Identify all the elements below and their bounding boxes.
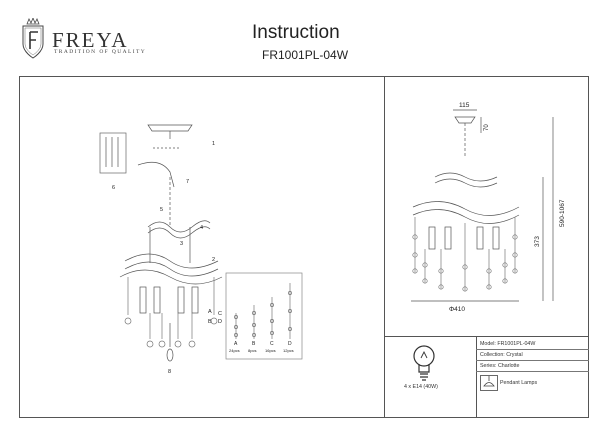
spec-type: Pendant Lamps (500, 380, 538, 386)
part-label: 4 (200, 225, 203, 231)
dim-diameter: Φ410 (449, 306, 465, 313)
spec-separator (476, 349, 589, 350)
part-label: 3 (180, 241, 183, 247)
dimension-diagram: 115 70 590-1067 373 Φ410 (411, 102, 566, 313)
part-label: D (218, 319, 222, 325)
part-label: 1 (212, 141, 215, 147)
crystal-count: 8pcs (248, 348, 256, 353)
spec-model: Model: FR1001PL-04W (480, 341, 536, 347)
bulb-spec: 4 x E14 (40W) (404, 384, 438, 390)
frame-divider-vertical (384, 76, 385, 418)
spec-collection: Collection: Crystal (480, 352, 523, 358)
drawing-frame (19, 76, 589, 418)
crystal-letter: D (288, 341, 292, 347)
assembly-diagram: 1 6 7 5 4 3 2 A B C D 8 A B C D 24pcs 8p… (99, 124, 303, 375)
spec-separator (476, 360, 589, 361)
page-title: Instruction (252, 22, 340, 43)
frame-divider-horizontal (384, 336, 589, 337)
part-label: 5 (160, 207, 163, 213)
part-label: 2 (212, 257, 215, 263)
part-label: 8 (168, 369, 171, 375)
freya-crest-logo (22, 18, 44, 59)
crystal-letter: C (270, 341, 274, 347)
part-label: 7 (186, 179, 189, 185)
dim-top-height: 70 (484, 124, 490, 131)
brand-tagline: TRADITION OF QUALITY (54, 49, 147, 55)
crystal-count: 16pcs (265, 348, 276, 353)
part-label: C (218, 311, 222, 317)
crystal-count: 12pcs (283, 348, 294, 353)
part-label: B (208, 319, 212, 325)
crystal-letter: B (252, 341, 256, 347)
pendant-lamp-icon (480, 375, 498, 391)
part-label: A (208, 309, 212, 315)
spec-series: Series: Charlotte (480, 363, 520, 369)
dim-total-height: 590-1067 (559, 199, 566, 227)
model-code: FR1001PL-04W (262, 48, 349, 62)
part-label: 6 (112, 185, 115, 191)
dim-body-height: 373 (534, 236, 541, 247)
light-bulb-icon (413, 345, 435, 381)
brand-name: FREYA (52, 28, 129, 52)
info-divider (476, 336, 477, 418)
crystal-count: 24pcs (229, 348, 240, 353)
spec-separator (476, 371, 589, 372)
crystal-letter: A (234, 341, 238, 347)
dim-top-width: 115 (459, 102, 470, 109)
